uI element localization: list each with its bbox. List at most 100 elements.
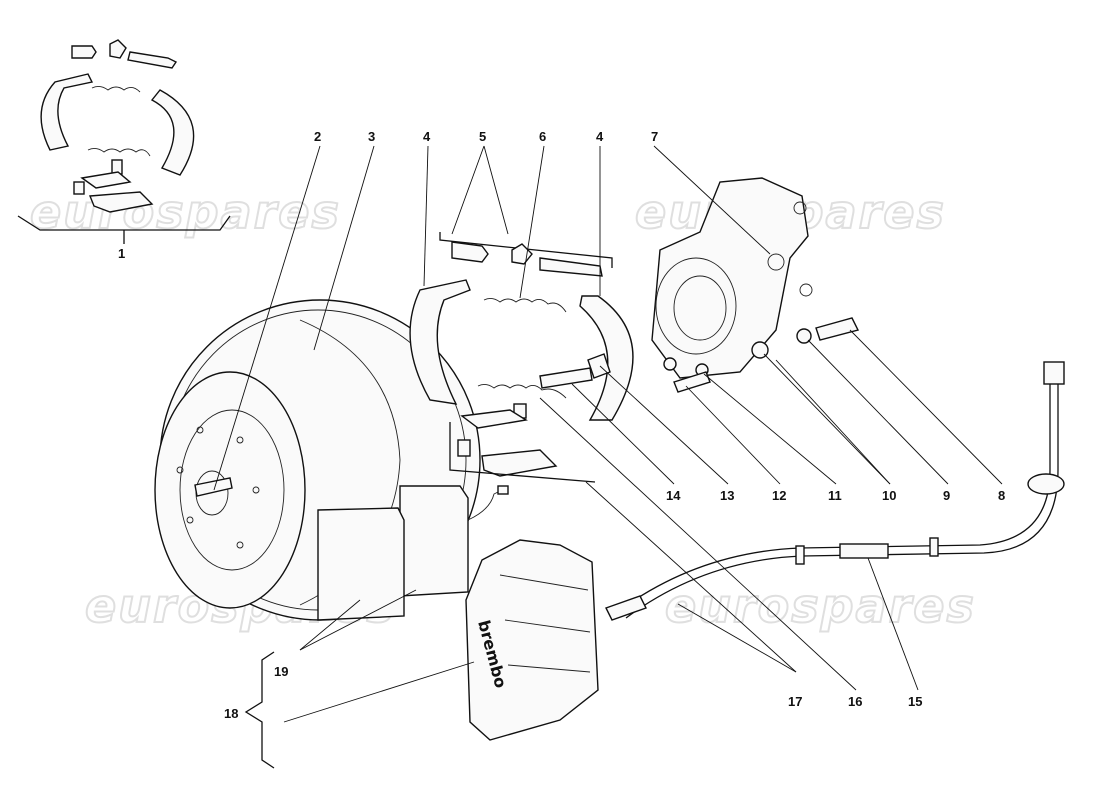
hub-bore-outer (655, 257, 737, 355)
leader-12 (685, 385, 781, 485)
callout-15: 15 (908, 694, 922, 709)
wheel-stud (194, 477, 233, 497)
hose-grommet (1027, 473, 1065, 495)
callout-2: 2 (314, 129, 321, 144)
disc-hole-4 (252, 486, 260, 494)
hose-clip-2 (795, 545, 805, 565)
leader-17b (677, 603, 797, 673)
kit-brake-shoe-left (40, 73, 94, 151)
leader-15 (867, 557, 919, 691)
brake-pad-front (317, 507, 405, 621)
callout-numbers: 2 3 4 5 6 4 7 8 9 10 11 12 13 14 15 16 1… (224, 129, 1005, 721)
parking-lever-link (460, 409, 528, 429)
callout-16: 16 (848, 694, 862, 709)
leader-9 (807, 339, 949, 485)
callout-18: 18 (224, 706, 238, 721)
kit-pin-small (73, 181, 85, 195)
leader-10b (775, 359, 891, 485)
hose-sleeve (839, 543, 889, 559)
leader-17a (585, 481, 797, 673)
kit-plate (88, 191, 154, 213)
adjuster-sleeve (451, 241, 489, 263)
disc-hole-2 (236, 436, 244, 444)
leader-10a (763, 353, 891, 485)
hub-bore-inner (673, 275, 727, 341)
brake-shoe-right (579, 295, 634, 421)
leader-3 (313, 145, 375, 351)
hose-end-fitting (1043, 361, 1065, 385)
callout-13: 13 (720, 488, 734, 503)
kit-brake-shoe-right (150, 89, 195, 176)
hub-carrier (651, 177, 860, 393)
hose-caliper-fitting (605, 595, 647, 621)
callout-10: 10 (882, 488, 896, 503)
leader-16 (539, 397, 857, 691)
brake-caliper: brembo (465, 539, 599, 741)
leader-19b (299, 589, 417, 651)
leader-6 (519, 145, 545, 299)
leader-18 (283, 661, 475, 723)
disc-hub (179, 409, 285, 571)
disc-hole-6 (236, 541, 244, 549)
washer-9 (796, 328, 812, 344)
carrier-mount-hole-1 (767, 253, 785, 271)
leader-lines (213, 145, 1003, 769)
upper-return-spring (483, 297, 567, 313)
bolt-8 (815, 317, 860, 341)
callout-4-left: 4 (423, 129, 431, 144)
adjuster-screw (539, 257, 603, 277)
kit-adjuster-screw (127, 51, 178, 69)
disc-hole-1 (196, 426, 204, 434)
caliper-ribs (499, 574, 591, 673)
parking-lever-plate (481, 449, 558, 477)
pad-wear-sensor-plug (497, 485, 509, 495)
callout-17: 17 (788, 694, 802, 709)
brake-shoe-left (409, 279, 471, 405)
callout-11: 11 (828, 488, 842, 503)
callout-3: 3 (368, 129, 375, 144)
callout-4-right: 4 (596, 129, 604, 144)
leader-4a (423, 145, 429, 287)
kit-spring-upper (91, 85, 141, 93)
bracket-18 (244, 651, 275, 769)
kit-spring-lower (87, 147, 151, 157)
leader-19a (299, 599, 361, 651)
brake-pads (317, 485, 509, 621)
leader-8 (849, 329, 1003, 485)
hold-down-spring (587, 353, 611, 379)
kit-adjuster-sleeve (71, 45, 97, 59)
callout-7: 7 (651, 129, 658, 144)
kit-bracket (17, 215, 231, 231)
group-17-bracket (449, 422, 596, 483)
leader-7 (653, 145, 771, 255)
disc-hole-3 (176, 466, 184, 474)
brake-shoe-kit-inset: 1 (17, 39, 231, 261)
pad-wear-sensor-wire (467, 489, 503, 521)
lower-return-spring (477, 383, 567, 399)
callout-5: 5 (479, 129, 486, 144)
leader-5a (451, 145, 485, 235)
callout-12: 12 (772, 488, 786, 503)
callout-9: 9 (943, 488, 950, 503)
parking-brake-assembly (409, 232, 634, 483)
leader-2 (213, 145, 321, 491)
callout-1: 1 (118, 246, 125, 261)
callout-19: 19 (274, 664, 288, 679)
leader-5b (483, 145, 509, 235)
hub-carrier-body (651, 177, 809, 379)
watermark-bottom-right: eurospares (665, 579, 976, 633)
disc-face (154, 371, 306, 609)
leader-14 (571, 383, 675, 485)
callout-8: 8 (998, 488, 1005, 503)
brake-pad-rear (399, 485, 469, 597)
hose-clip-1 (929, 537, 939, 557)
callout-6: 6 (539, 129, 546, 144)
lever-pivot-pin (457, 439, 471, 457)
hold-down-pin (539, 367, 593, 389)
leader-11 (703, 373, 837, 485)
carrier-mount-hole-2 (793, 201, 807, 215)
kit-star-wheel (109, 39, 127, 59)
brake-hose (605, 361, 1065, 621)
washer-13 (663, 357, 677, 371)
